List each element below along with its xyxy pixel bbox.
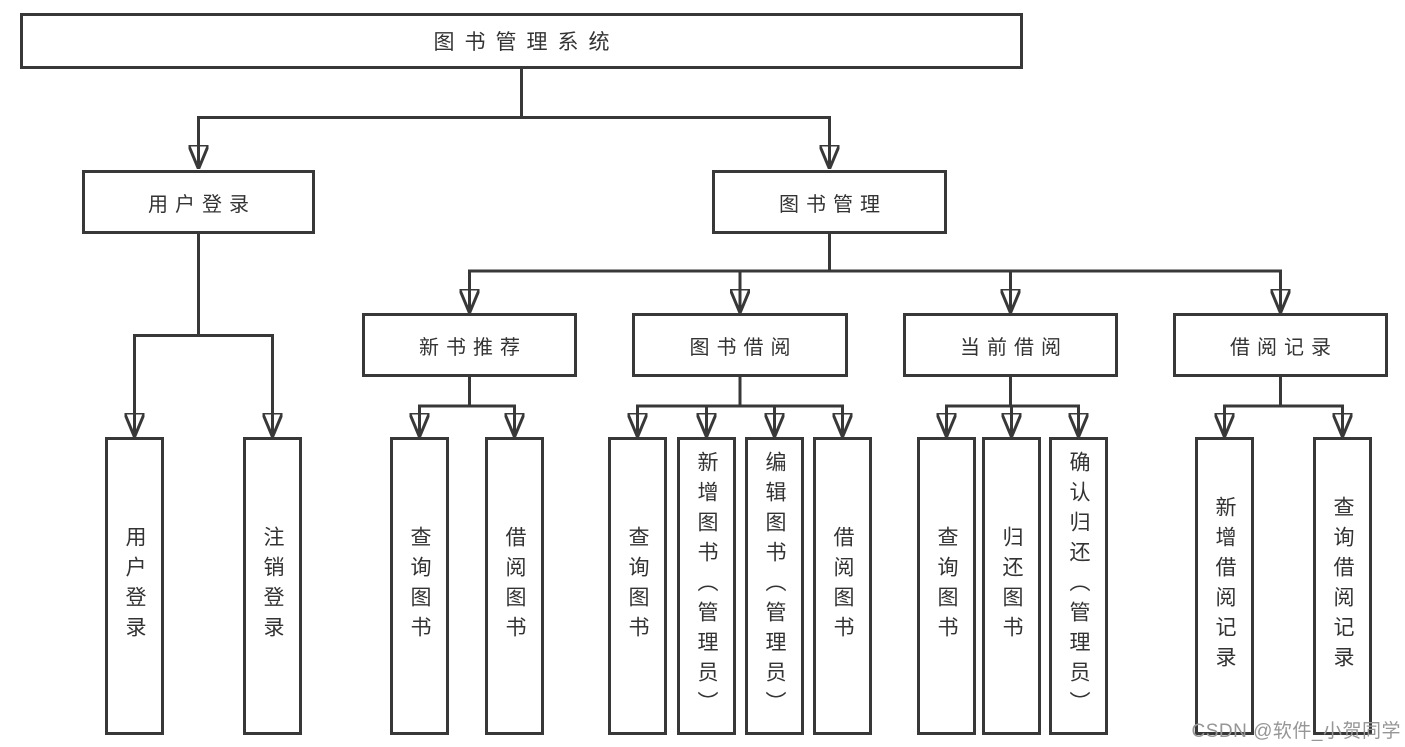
node-user-login: 用户登录 — [82, 170, 315, 234]
leaf-return-book-label: 归还图书 — [1000, 526, 1023, 646]
leaf-query-book-current-label: 查询图书 — [935, 526, 958, 646]
leaf-return-book: 归还图书 — [982, 437, 1041, 735]
leaf-edit-book-admin: 编辑图书（管理员） — [745, 437, 804, 735]
leaf-borrow-book-recommend-label: 借阅图书 — [503, 526, 526, 646]
node-book-management-label: 图书管理 — [779, 193, 887, 216]
leaf-confirm-return-admin-label: 确认归还（管理员） — [1067, 451, 1090, 721]
node-root-label: 图书管理系统 — [433, 31, 620, 54]
leaf-logout: 注销登录 — [243, 437, 302, 735]
node-book-borrow-label: 图书借阅 — [689, 336, 798, 359]
leaf-borrow-book-label: 借阅图书 — [831, 526, 854, 646]
node-book-management: 图书管理 — [712, 170, 947, 234]
csdn-watermark: CSDN @软件_小贺同学 — [1191, 721, 1401, 742]
leaf-edit-book-admin-label: 编辑图书（管理员） — [763, 451, 786, 721]
leaf-user-login: 用户登录 — [105, 437, 164, 735]
node-borrow-records: 借阅记录 — [1173, 313, 1388, 377]
leaf-add-borrow-record-label: 新增借阅记录 — [1213, 496, 1236, 676]
node-current-borrow-label: 当前借阅 — [960, 336, 1068, 359]
node-new-book-recommend-label: 新书推荐 — [419, 336, 527, 359]
leaf-borrow-book-recommend: 借阅图书 — [485, 437, 544, 735]
leaf-query-book-borrow-label: 查询图书 — [626, 526, 649, 646]
leaf-confirm-return-admin: 确认归还（管理员） — [1049, 437, 1108, 735]
leaf-add-borrow-record: 新增借阅记录 — [1195, 437, 1254, 735]
leaf-user-login-label: 用户登录 — [123, 526, 146, 646]
leaf-query-book-recommend-label: 查询图书 — [408, 526, 431, 646]
leaf-query-book-current: 查询图书 — [917, 437, 976, 735]
leaf-logout-label: 注销登录 — [261, 526, 284, 646]
node-current-borrow: 当前借阅 — [903, 313, 1118, 377]
leaf-query-book-recommend: 查询图书 — [390, 437, 449, 735]
node-user-login-label: 用户登录 — [148, 193, 256, 216]
node-book-borrow: 图书借阅 — [632, 313, 848, 377]
leaf-add-book-admin-label: 新增图书（管理员） — [695, 451, 718, 721]
leaf-query-borrow-record: 查询借阅记录 — [1313, 437, 1372, 735]
leaf-borrow-book: 借阅图书 — [813, 437, 872, 735]
node-root: 图书管理系统 — [20, 13, 1023, 69]
leaf-query-book-borrow: 查询图书 — [608, 437, 667, 735]
node-new-book-recommend: 新书推荐 — [362, 313, 577, 377]
leaf-query-borrow-record-label: 查询借阅记录 — [1331, 496, 1354, 676]
leaf-add-book-admin: 新增图书（管理员） — [677, 437, 736, 735]
node-borrow-records-label: 借阅记录 — [1230, 336, 1338, 359]
